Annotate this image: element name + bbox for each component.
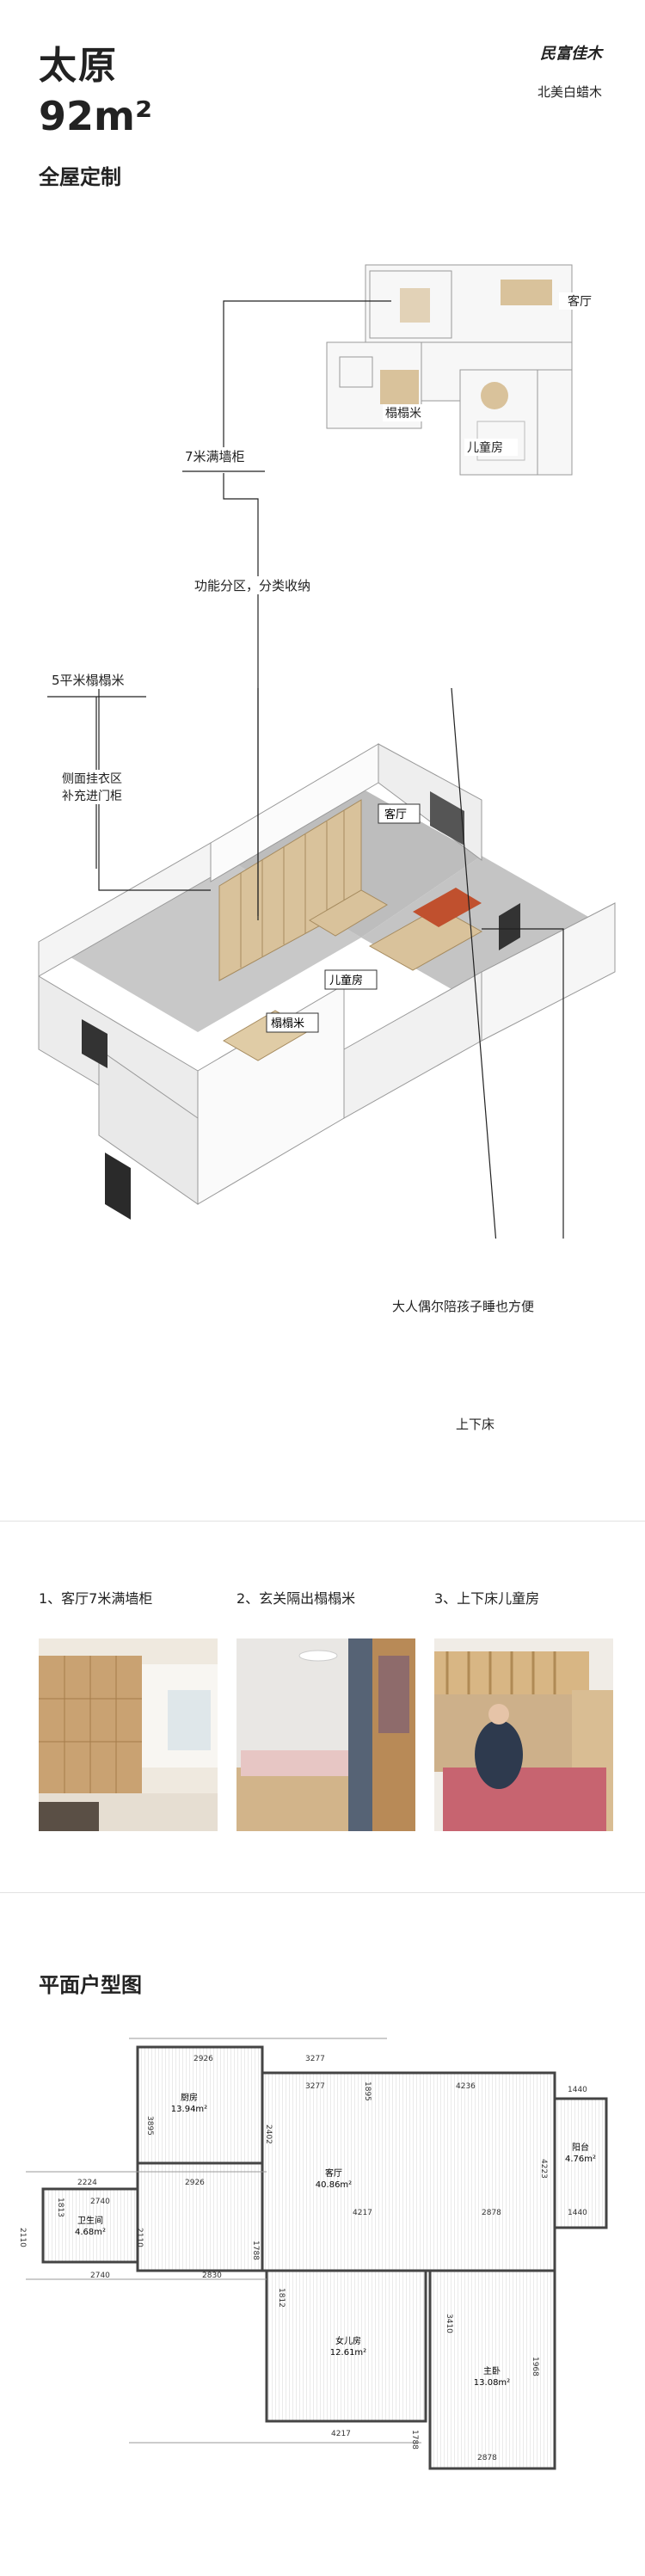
isometric-model: 客厅 儿童房 榻榻米: [38, 688, 616, 1239]
dim-2224: 2224: [77, 2179, 97, 2187]
dim-1440a: 1440: [568, 2086, 587, 2094]
iso-kids-label: 儿童房: [329, 974, 363, 987]
room-master-area: 13.08m²: [474, 2378, 510, 2388]
room-living-area: 40.86m²: [316, 2180, 352, 2190]
iso-living-label: 客厅: [384, 808, 407, 821]
room-balcony-area: 4.76m²: [565, 2155, 596, 2164]
room-balcony: 阳台: [572, 2142, 589, 2153]
photo-bunk-bed[interactable]: [434, 1638, 613, 1831]
dim-2740a: 2740: [90, 2198, 110, 2206]
mini-plan-kids-label: 儿童房: [467, 440, 503, 455]
floor-area: 92m²: [39, 93, 153, 139]
room-girl-area: 12.61m²: [330, 2348, 366, 2358]
dim-1813: 1813: [56, 2198, 64, 2217]
floor-plan: 厨房 13.94m² 客厅 40.86m² 阳台 4.76m² 卫生间 4.68…: [18, 2038, 608, 2470]
brand-tagline: 北美白蜡木: [537, 84, 602, 100]
dim-2926a: 2926: [194, 2055, 213, 2063]
label-side-hanging: 侧面挂衣区: [62, 770, 122, 787]
gallery-title-1: 1、客厅7米满墙柜: [39, 1590, 153, 1607]
dim-4217b: 4217: [331, 2430, 351, 2438]
label-bunk: 上下床: [456, 1415, 495, 1433]
floorplan-title: 平面户型图: [39, 1973, 142, 1997]
gallery-title-3: 3、上下床儿童房: [434, 1590, 540, 1607]
room-bath-area: 4.68m²: [75, 2228, 106, 2237]
photo-living-cabinet[interactable]: [39, 1638, 218, 1831]
dim-2878b: 2878: [477, 2454, 497, 2462]
dim-4236: 4236: [456, 2082, 476, 2091]
label-tatami: 5平米榻榻米: [52, 671, 125, 689]
dim-3410: 3410: [445, 2314, 453, 2333]
section-divider-2: [0, 1892, 645, 1893]
dim-1788b: 1788: [410, 2430, 419, 2450]
dim-2926b: 2926: [185, 2179, 205, 2187]
photo-tatami[interactable]: [236, 1638, 415, 1831]
dim-4217a: 4217: [353, 2209, 372, 2217]
label-wall-cabinet: 7米满墙柜: [185, 447, 245, 465]
room-kitchen: 厨房: [181, 2092, 198, 2103]
mini-plan-tatami-label: 榻榻米: [385, 407, 421, 421]
leader-lines: [47, 300, 391, 920]
section-divider: [0, 1521, 645, 1522]
label-entry-cabinet: 补充进门柜: [62, 787, 122, 804]
dim-2110b: 2110: [135, 2228, 144, 2247]
dim-3277a: 3277: [305, 2055, 325, 2063]
dim-2402: 2402: [264, 2124, 273, 2144]
dim-2878a: 2878: [482, 2209, 501, 2217]
room-girl: 女儿房: [335, 2335, 361, 2346]
dim-1788a: 1788: [251, 2241, 260, 2260]
page-subtitle: 全屋定制: [39, 165, 121, 189]
gallery-title-2: 2、玄关隔出榻榻米: [236, 1590, 356, 1607]
brand-logo: 民富佳木: [540, 45, 602, 63]
room-bath: 卫生间: [77, 2215, 103, 2226]
iso-tatami-label: 榻榻米: [271, 1017, 304, 1030]
room-master: 主卧: [483, 2365, 501, 2376]
dim-3895: 3895: [145, 2116, 154, 2136]
mini-floor-plan: 客厅 榻榻米 儿童房: [326, 264, 611, 476]
dim-1440b: 1440: [568, 2209, 587, 2217]
mini-plan-living-label: 客厅: [568, 294, 592, 309]
dim-2830: 2830: [202, 2272, 222, 2280]
label-adult-note: 大人偶尔陪孩子睡也方便: [392, 1297, 535, 1315]
dim-4223: 4223: [539, 2159, 548, 2179]
dim-1812: 1812: [277, 2288, 286, 2308]
room-kitchen-area: 13.94m²: [171, 2105, 207, 2114]
dim-2740b: 2740: [90, 2272, 110, 2280]
room-living: 客厅: [325, 2167, 342, 2179]
label-zoning: 功能分区，分类收纳: [194, 576, 311, 594]
page-title: 太原: [39, 44, 118, 88]
dim-1968: 1968: [531, 2357, 539, 2376]
dim-3277b: 3277: [305, 2082, 325, 2091]
dim-2110a: 2110: [18, 2228, 27, 2247]
dim-1895: 1895: [363, 2081, 372, 2101]
